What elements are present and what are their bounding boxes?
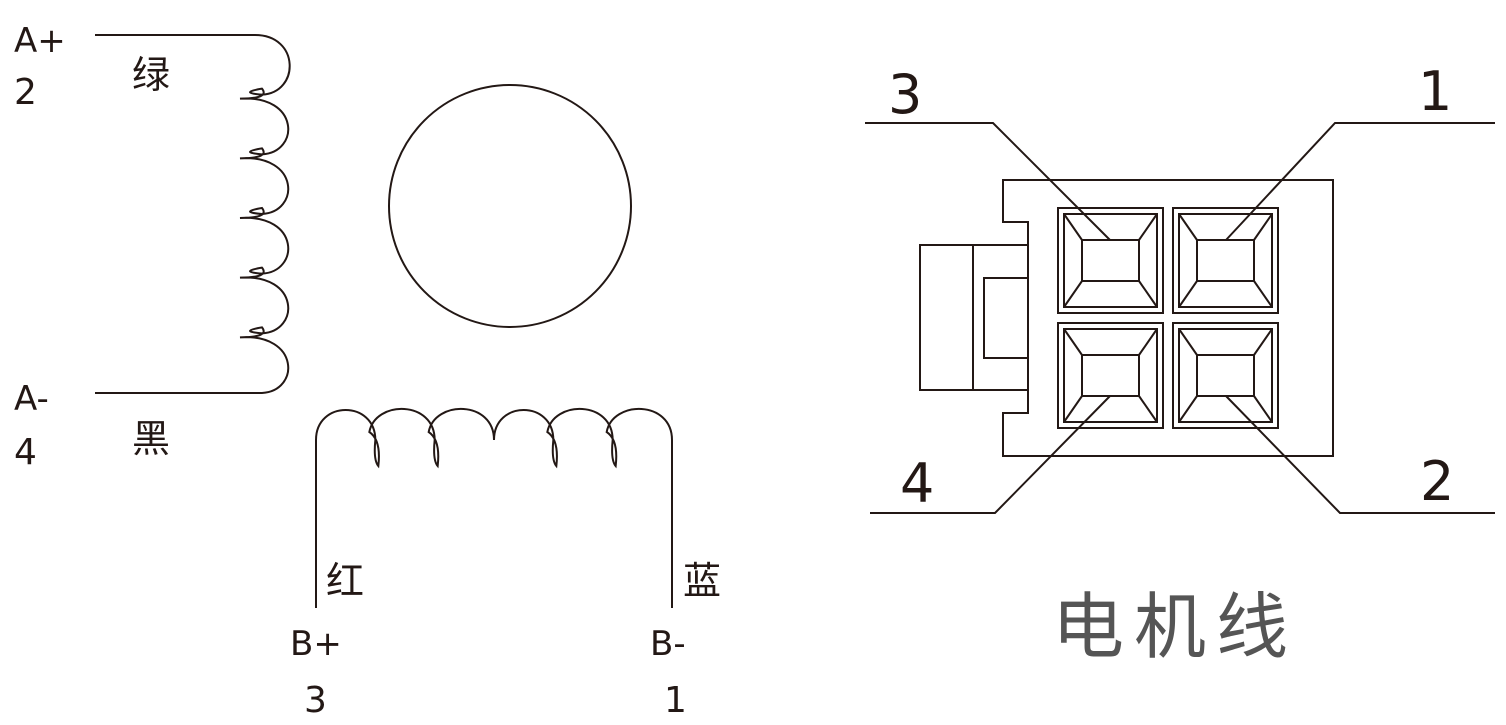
- a-minus-pin: 4: [14, 432, 37, 473]
- pin-label-2: 2: [1420, 450, 1454, 513]
- a-plus-wire-color: 绿: [132, 53, 170, 97]
- a-plus-label: A+: [14, 21, 66, 61]
- a-minus-wire-color: 黑: [132, 417, 170, 461]
- b-minus-label: B-: [650, 624, 686, 664]
- connector-pin-1: [1172, 207, 1279, 314]
- pin-label-4: 4: [900, 452, 934, 515]
- connector-pin-3: [1057, 207, 1164, 314]
- pin-label-1: 1: [1418, 60, 1452, 123]
- a-plus-pin: 2: [14, 72, 37, 113]
- connector-pin-2: [1172, 322, 1279, 429]
- pin-1-leader: [1225, 122, 1495, 241]
- phase-a-coil: [239, 34, 291, 394]
- b-minus-wire-color: 蓝: [683, 559, 721, 603]
- a-minus-label: A-: [14, 379, 49, 419]
- rotor-circle: [388, 84, 632, 328]
- connector-pin-4: [1057, 322, 1164, 429]
- pin-label-3: 3: [888, 63, 922, 126]
- b-plus-wire-color: 红: [326, 559, 364, 603]
- pin-4-leader: [870, 395, 1111, 514]
- pin-2-leader: [1225, 395, 1495, 514]
- b-plus-label: B+: [290, 624, 342, 664]
- b-plus-pin: 3: [304, 680, 327, 721]
- pin-3-leader: [865, 122, 1111, 241]
- phase-b-coil: [315, 408, 673, 469]
- connector-drawing: [865, 122, 1495, 514]
- b-minus-pin: 1: [664, 680, 687, 721]
- connector-title: 电机线: [1052, 585, 1298, 669]
